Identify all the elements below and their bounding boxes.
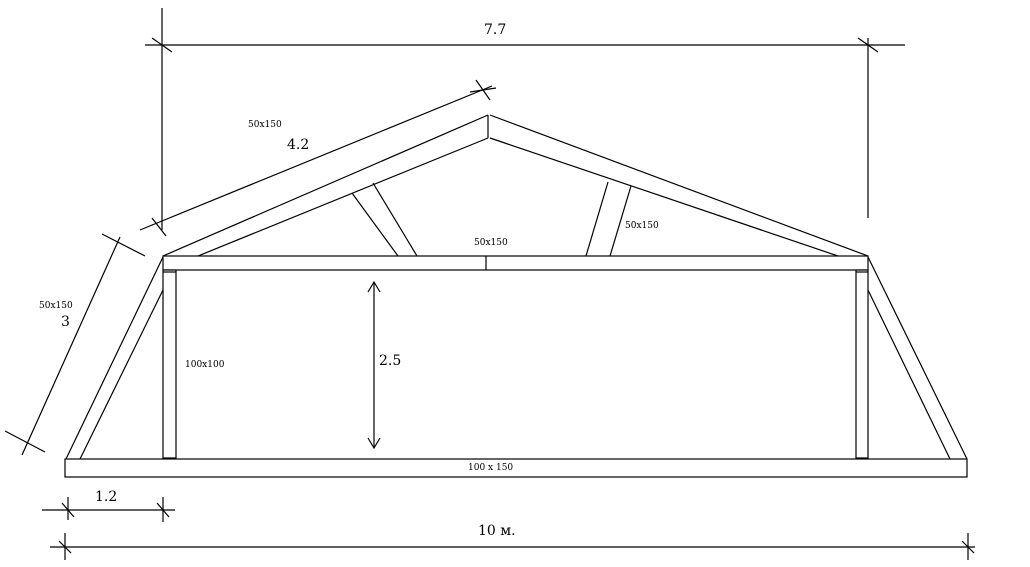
left-post [162, 269, 177, 459]
label-collar-beam-size: 50x150 [474, 238, 508, 248]
lower-rafters [65, 256, 968, 460]
label-upper-rafter-length: 4.2 [287, 137, 310, 153]
label-wall-height: 2.5 [379, 353, 402, 369]
dimension-total-width [50, 533, 975, 560]
dimension-wall-height [367, 280, 381, 450]
struts [351, 181, 632, 257]
dimension-top-span [145, 8, 905, 230]
label-floor-beam-size: 100 x 150 [468, 463, 514, 473]
label-top-span: 7.7 [484, 22, 507, 38]
label-lower-rafter-length: 3 [61, 314, 70, 330]
upper-rafters [162, 114, 869, 257]
label-lower-rafter-size: 50x150 [39, 301, 73, 311]
dimension-lower-rafter [4, 233, 146, 456]
dimension-upper-rafter [139, 79, 497, 237]
floor-beam [64, 458, 968, 478]
label-overhang: 1.2 [95, 489, 118, 505]
dimension-overhang [42, 497, 175, 522]
collar-beam [162, 255, 869, 271]
label-upper-rafter-size: 50x150 [248, 120, 282, 130]
label-total-width: 10 м. [478, 523, 516, 539]
right-post [855, 269, 869, 459]
label-strut-size: 50x150 [625, 221, 659, 231]
label-post-size: 100x100 [185, 360, 225, 370]
